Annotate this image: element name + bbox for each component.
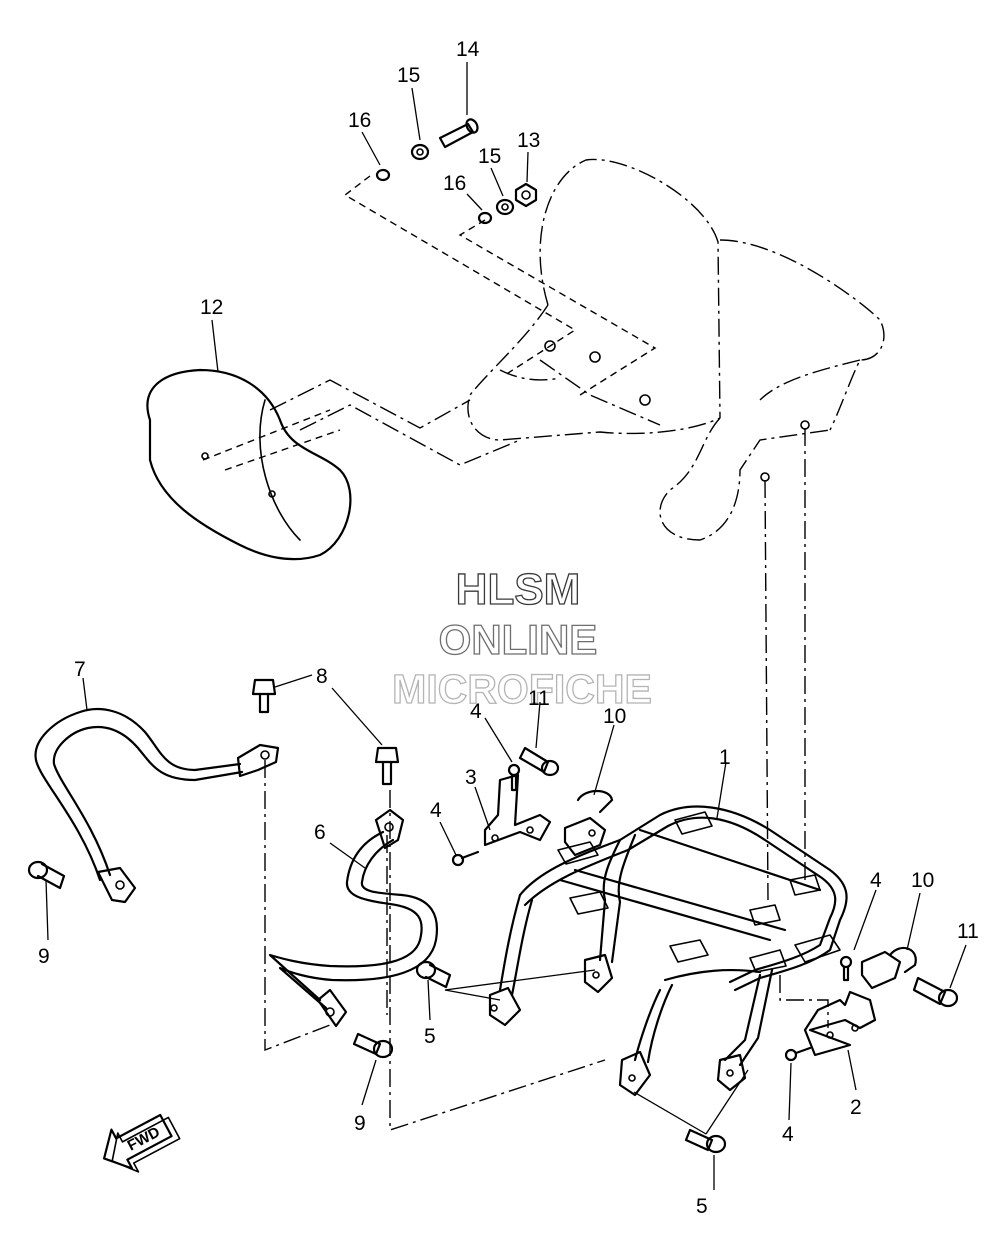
bolt-5a	[415, 960, 452, 989]
callout-4c: 4	[870, 869, 882, 892]
callout-10a: 10	[603, 705, 626, 728]
assembly-line-bracket-2	[779, 975, 829, 1028]
callout-5a: 5	[424, 1025, 436, 1048]
screw-4b	[451, 850, 480, 867]
fwd-arrow: FWD	[102, 1113, 181, 1173]
washer-15a	[410, 143, 430, 161]
assembly-lines-top	[269, 175, 806, 901]
bolt-5b	[684, 1128, 727, 1154]
callout-7: 7	[74, 658, 86, 681]
callout-5b: 5	[696, 1195, 708, 1218]
nut-13	[514, 182, 538, 208]
callout-8: 8	[316, 665, 328, 688]
watermark-line1: HLSM	[456, 565, 581, 614]
callout-15b: 15	[478, 145, 501, 168]
watermark-line3: MICROFICHE	[392, 666, 652, 712]
screw-4c	[839, 955, 853, 982]
watermark-line2: ONLINE	[439, 616, 598, 663]
callout-14: 14	[456, 38, 480, 61]
hardware-top	[375, 118, 538, 225]
callout-13: 13	[517, 129, 540, 152]
bracket-2	[803, 990, 877, 1057]
engine-cowling	[467, 158, 885, 541]
washer-16a	[375, 168, 391, 182]
bolt-8b	[374, 746, 400, 786]
callout-2: 2	[850, 1096, 862, 1119]
callout-11b: 11	[957, 920, 979, 943]
bolt-14	[438, 118, 479, 149]
callout-11a: 11	[528, 687, 550, 710]
watermark: HLSM ONLINE MICROFICHE	[392, 564, 653, 712]
bolt-8a	[251, 678, 277, 714]
bolt-11b	[912, 976, 959, 1008]
washer-15a-hole	[416, 148, 424, 156]
clip-10a	[563, 789, 614, 857]
battery-cable-7	[34, 708, 280, 904]
bracket-3	[483, 773, 552, 847]
callout-15a: 15	[397, 64, 420, 87]
washer-15b	[495, 198, 515, 216]
assembly-lines-cables	[264, 760, 606, 1131]
bolt-9b	[352, 1032, 394, 1059]
callout-6: 6	[314, 821, 326, 844]
callout-1: 1	[719, 746, 731, 769]
callout-labels: 14 15 16 15 16 13 12 7 8 11 10 4 3 4 1 6…	[38, 38, 979, 1218]
callout-9a: 9	[38, 945, 50, 968]
battery-cable-6	[268, 808, 438, 1028]
washer-16b	[477, 211, 493, 225]
leader-lines	[45, 62, 967, 1190]
callout-16a: 16	[348, 109, 371, 132]
bolt-9a	[27, 860, 66, 890]
seat-cushion	[146, 368, 352, 561]
screw-4d	[784, 1046, 812, 1062]
bolt-11a	[518, 746, 560, 777]
callout-4b: 4	[430, 799, 442, 822]
clip-10b	[860, 946, 917, 990]
callout-12: 12	[200, 296, 223, 319]
screw-4a	[507, 763, 521, 792]
mounting-bracket-1	[488, 805, 848, 1097]
callout-4a: 4	[470, 700, 482, 723]
callout-10b: 10	[911, 869, 934, 892]
callout-16b: 16	[443, 172, 466, 195]
callout-9b: 9	[354, 1112, 366, 1135]
callout-3: 3	[465, 766, 477, 789]
callout-4d: 4	[782, 1123, 794, 1146]
